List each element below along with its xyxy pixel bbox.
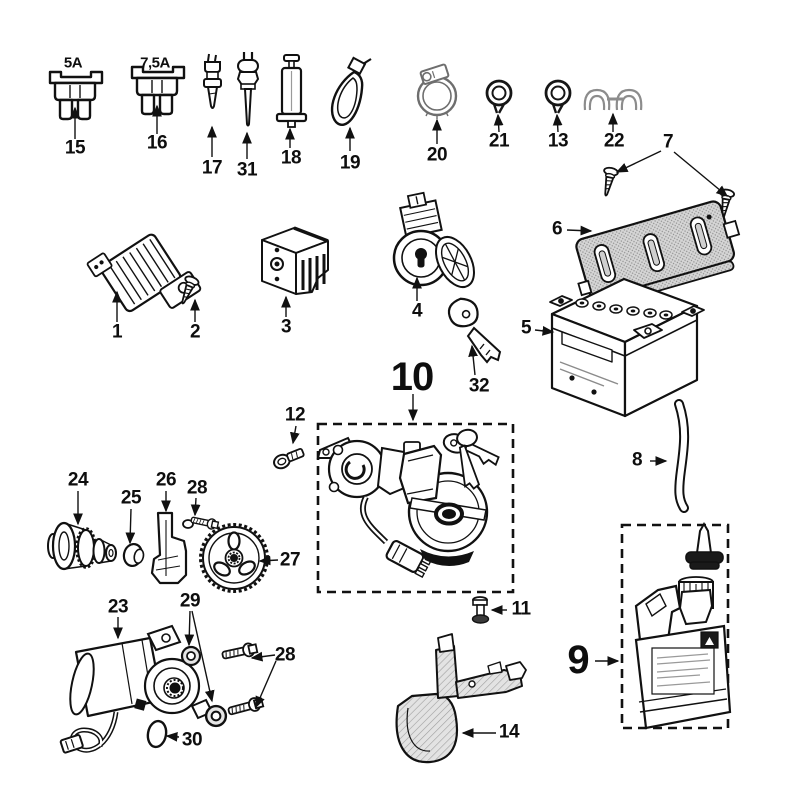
callout-19: 19 [339, 152, 361, 174]
wire-clip-13 [544, 79, 572, 115]
callout-6: 6 [551, 218, 563, 240]
callout-16: 16 [146, 132, 168, 154]
callout-27: 27 [279, 549, 301, 571]
oil-bottle [634, 521, 732, 730]
starter-motor [59, 624, 214, 754]
lockset-dashed-box [316, 422, 515, 594]
callout-29: 29 [179, 590, 201, 612]
callout-23: 23 [107, 596, 129, 618]
lockset-fuel-cap [398, 444, 489, 567]
ignition-barrel [392, 191, 475, 288]
fuse15-rating-label: 5A [63, 54, 83, 72]
screw-28-upper [182, 514, 220, 531]
callout-7: 7 [662, 131, 674, 153]
voltage-regulator [86, 233, 202, 313]
washer-29b [204, 704, 228, 728]
callout-9: 9 [567, 638, 589, 682]
bracket-26 [150, 511, 188, 585]
callout-18: 18 [280, 147, 302, 169]
callout-11: 11 [511, 598, 531, 620]
callout-28-upper: 28 [186, 477, 208, 499]
callout-13: 13 [547, 130, 569, 152]
callout-arrows [70, 104, 729, 742]
callout-15: 15 [64, 137, 86, 159]
callout-30: 30 [181, 729, 203, 751]
o-ring [146, 719, 168, 749]
callout-22: 22 [603, 130, 625, 152]
callout-24: 24 [67, 469, 89, 491]
grease-syringe [275, 54, 308, 128]
spare-key [447, 297, 502, 364]
callout-17: 17 [201, 157, 223, 179]
double-spring-clip [583, 88, 643, 111]
callout-4: 4 [411, 300, 423, 322]
callout-5: 5 [520, 317, 532, 339]
bolt-28-b [226, 695, 265, 719]
callout-14: 14 [498, 721, 520, 743]
callout-28-lower: 28 [274, 644, 296, 666]
washer-29a [180, 645, 202, 667]
bulb-part-17 [203, 53, 222, 109]
bulb-part-31 [236, 52, 260, 127]
callout-26: 26 [155, 469, 177, 491]
callout-8: 8 [631, 449, 643, 471]
battery [549, 277, 705, 418]
wire-clip-21 [485, 79, 513, 115]
callout-25: 25 [120, 487, 142, 509]
callout-10: 10 [390, 355, 434, 399]
fuse-5a [48, 70, 104, 121]
bolt-12 [273, 447, 305, 470]
cover-screw-a [598, 165, 620, 198]
callout-31: 31 [236, 159, 258, 181]
callout-32: 32 [468, 375, 490, 397]
callout-21: 21 [488, 130, 510, 152]
callout-2: 2 [189, 321, 201, 343]
breather-tube [674, 399, 690, 513]
callout-20: 20 [426, 144, 448, 166]
bolt-28-a [220, 640, 259, 663]
hose-clamp [416, 63, 458, 119]
fuse-7-5a [130, 65, 186, 116]
sprocket [199, 523, 269, 593]
callout-12: 12 [284, 404, 306, 426]
cable-tie [330, 56, 372, 126]
starter-pinion [47, 521, 117, 571]
callout-3: 3 [280, 316, 292, 338]
oil-bottle-dashed-box [620, 523, 730, 730]
bracket-14 [395, 633, 527, 764]
fuse16-rating-label: 7,5A [140, 54, 170, 72]
callout-1: 1 [111, 321, 123, 343]
lockset-keys [442, 428, 500, 490]
relay [261, 226, 329, 295]
bolt-11 [471, 596, 490, 624]
bushing-25 [122, 542, 145, 568]
